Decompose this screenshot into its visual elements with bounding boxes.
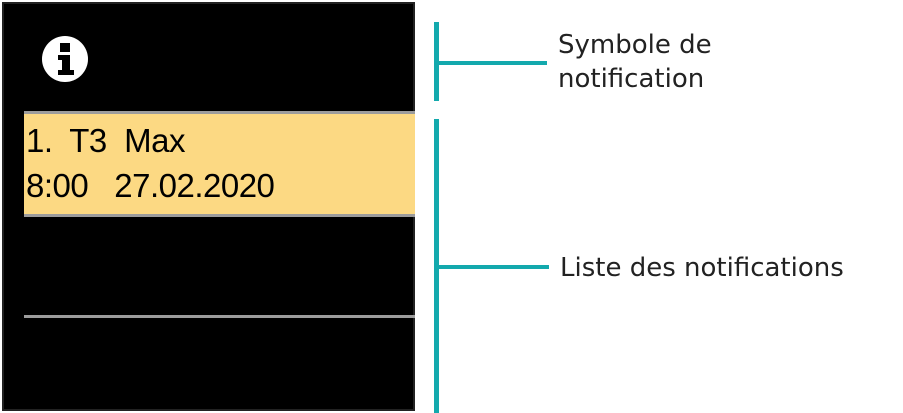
symbol-callout-label: Symbole de notification [558,30,712,94]
notification-timestamp: 8:00 27.02.2020 [26,167,275,204]
list-callout-label: Liste des notifications [560,253,844,283]
list-divider-bottom [24,315,415,318]
list-callout-bar [434,119,439,413]
notification-title: 1. T3 Max [26,122,185,159]
symbol-callout-leader [439,61,547,65]
list-callout-leader [439,265,549,269]
list-divider-middle [24,214,415,217]
device-screen: 1. T3 Max 8:00 27.02.2020 [2,2,415,411]
info-icon [40,34,90,84]
symbol-callout-bar [434,22,439,101]
notification-item[interactable]: 1. T3 Max 8:00 27.02.2020 [24,114,415,214]
list-divider-top [24,111,415,114]
